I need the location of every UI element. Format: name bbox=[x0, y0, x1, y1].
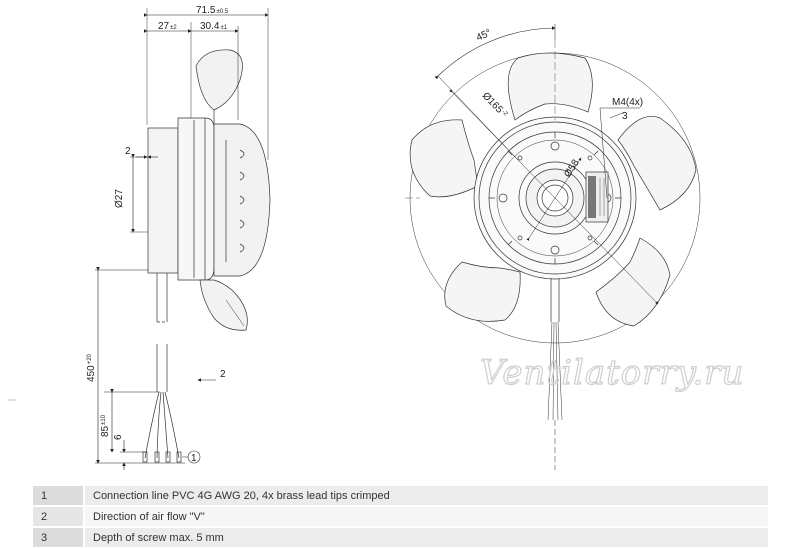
dim-depth-b: 30.4±1 bbox=[200, 21, 228, 32]
legend-number: 2 bbox=[33, 506, 85, 528]
legend-row: 2 Direction of air flow "V" bbox=[33, 506, 768, 528]
callout-2-lower: 2 bbox=[220, 369, 226, 380]
callout-1: 1 bbox=[191, 453, 197, 464]
dim-depth-a: 27±2 bbox=[158, 21, 177, 32]
front-view bbox=[405, 40, 701, 470]
dim-overall-width: 71.5±0.5 bbox=[196, 5, 229, 16]
legend-text: Depth of screw max. 5 mm bbox=[84, 527, 768, 549]
front-dimensions bbox=[434, 24, 659, 305]
dim-hub-diameter: Ø27 bbox=[114, 189, 125, 208]
callout-3: 3 bbox=[622, 111, 628, 122]
watermark: Ventilatorry.ru bbox=[480, 353, 744, 393]
dim-tip-length: 6 bbox=[113, 434, 124, 440]
legend-text: Connection line PVC 4G AWG 20, 4x brass … bbox=[84, 486, 768, 507]
technical-drawing: 71.5±0.5 27±2 30.4±1 2 Ø27 450+20 85±10 … bbox=[8, 5, 744, 470]
dim-strip-length: 85±10 bbox=[100, 414, 111, 437]
dim-screw: M4(4x) bbox=[612, 97, 643, 108]
legend-number: 3 bbox=[33, 527, 85, 549]
legend-row: 3 Depth of screw max. 5 mm bbox=[33, 527, 768, 549]
legend-text: Direction of air flow "V" bbox=[84, 506, 768, 528]
dim-cable-length: 450+20 bbox=[86, 353, 97, 382]
dim-outer-diameter: Ø165-2 bbox=[480, 90, 510, 120]
legend-number: 1 bbox=[33, 486, 85, 507]
side-view bbox=[130, 8, 271, 463]
callout-1-circle bbox=[187, 450, 201, 464]
callout-2-upper: 2 bbox=[125, 146, 131, 157]
legend-row: 1 Connection line PVC 4G AWG 20, 4x bras… bbox=[33, 486, 768, 507]
legend-table: 1 Connection line PVC 4G AWG 20, 4x bras… bbox=[33, 486, 768, 549]
side-dimensions bbox=[8, 13, 269, 470]
